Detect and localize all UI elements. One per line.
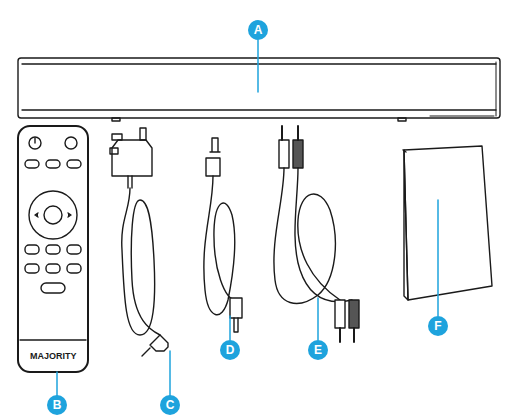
audio-cable [204, 138, 242, 332]
leader-line [56, 372, 58, 396]
leader-line [257, 40, 259, 92]
callout-letter: E [314, 344, 322, 356]
callout-circle: F [428, 316, 448, 336]
power-adapter [110, 128, 168, 356]
soundbar [18, 58, 500, 121]
callout-letter: B [53, 399, 62, 411]
callout-letter: A [254, 24, 263, 36]
callout-circle: A [248, 20, 268, 40]
leader-line [229, 316, 231, 340]
leader-line [169, 351, 171, 396]
brand-label: MAJORITY [30, 351, 77, 361]
callout-circle: B [47, 395, 67, 415]
manual-booklet [403, 146, 492, 300]
remote-control [18, 126, 88, 372]
callout-letter: D [226, 344, 235, 356]
rca-cable [274, 126, 359, 342]
callout-circle: C [160, 395, 180, 415]
callout-circle: E [308, 340, 328, 360]
callout-letter: C [166, 399, 175, 411]
leader-line [437, 200, 439, 316]
leader-line [317, 298, 319, 340]
callout-circle: D [220, 340, 240, 360]
callout-letter: F [434, 320, 441, 332]
